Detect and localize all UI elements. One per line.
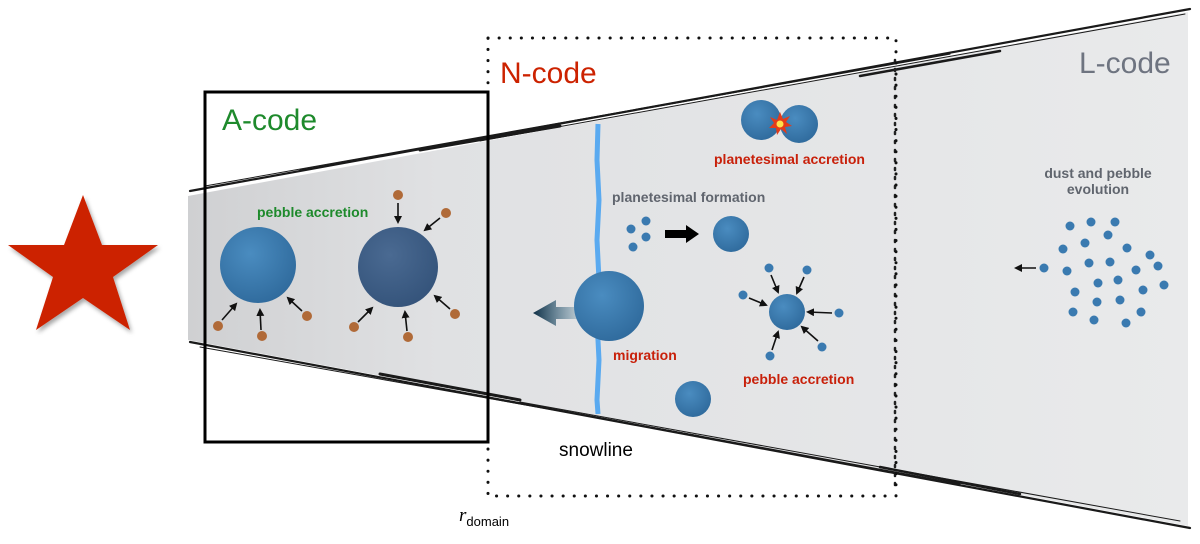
snowline-label: snowline	[559, 440, 633, 461]
planet	[769, 294, 805, 330]
a-code-domain-box	[203, 90, 490, 444]
star-icon	[8, 195, 158, 330]
protoplanetary-disk	[188, 12, 1188, 526]
pebbles	[738, 263, 844, 361]
planetesimal-formation-label: planetesimal formation	[612, 189, 766, 205]
planetesimal	[675, 381, 711, 417]
disk-lower-edge	[188, 340, 1192, 530]
planetesimal	[713, 216, 749, 252]
formation-arrow	[665, 225, 699, 243]
r-symbol: r	[459, 505, 467, 526]
planet	[220, 227, 296, 303]
l-code-label: L-code	[1079, 47, 1171, 80]
n-code-label: N-code	[500, 57, 597, 90]
spark-core	[776, 120, 784, 128]
migration-label: migration	[613, 347, 677, 363]
disk-upper-edge	[188, 7, 1192, 193]
accretion-arrows	[748, 274, 833, 351]
snowline-marker	[594, 123, 602, 415]
pebble-accretion-label-a: pebble accretion	[257, 204, 369, 220]
planetesimal	[741, 100, 781, 140]
r-domain-label: rdomain	[459, 505, 510, 529]
planet	[358, 227, 438, 307]
accretion-arrows	[221, 203, 451, 332]
pebble-cluster	[626, 216, 651, 252]
pebble-accretion-label-n: pebble accretion	[743, 371, 855, 387]
migration-arrow	[533, 300, 578, 326]
planetesimal	[780, 105, 818, 143]
r-subscript: domain	[466, 514, 510, 529]
a-code-label: A-code	[222, 104, 318, 137]
dust-pebble-field	[1039, 217, 1169, 328]
dust-pebble-line-2: evolution	[1066, 181, 1130, 197]
pebbles	[213, 190, 460, 342]
dust-pebble-line-1: dust and pebble	[1044, 165, 1152, 181]
dust-pebble-evolution-label: dust and pebble evolution	[1040, 165, 1156, 197]
migrating-planet	[574, 271, 644, 341]
planetesimal-accretion-label: planetesimal accretion	[714, 151, 865, 167]
